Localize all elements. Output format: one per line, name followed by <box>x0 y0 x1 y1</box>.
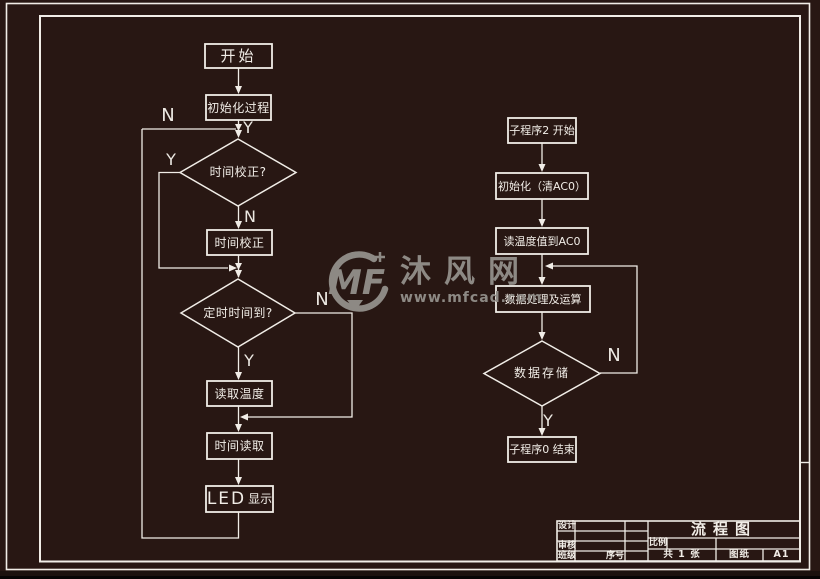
titleblock-class-label: 班级 <box>558 550 577 561</box>
inner-border <box>39 15 801 563</box>
branch-label-n-correct: N <box>244 207 256 226</box>
outer-border <box>5 2 811 571</box>
read-value-label: 读温度值到AC0 <box>503 234 581 248</box>
timer-question-label: 定时时间到? <box>203 306 273 320</box>
title-block-grid <box>556 520 801 562</box>
sub2-start-label: 子程序2 开始 <box>509 124 575 137</box>
sub2-init-label: 初始化（清AC0） <box>497 179 586 193</box>
titleblock-drawing-title: 流程图 <box>690 520 757 538</box>
read-temperature-box <box>206 380 273 407</box>
watermark-site-name: 沐风网 <box>400 254 532 291</box>
timer-n-loop-line <box>248 312 353 418</box>
led-display-label-en: LED <box>206 488 247 509</box>
branch-label-n-loop: N <box>161 105 175 126</box>
time-check-question-label: 时间校正? <box>209 165 267 179</box>
mfcad-logo-letters: MF <box>328 263 385 303</box>
read-temperature-label: 读取温度 <box>214 386 265 401</box>
titleblock-sheet-count: 共 1 张 <box>663 549 701 561</box>
branch-label-n-store: N <box>607 345 621 366</box>
titleblock-serial-label: 序号 <box>606 550 625 561</box>
titleblock-scale-label: 比例 <box>649 538 668 548</box>
sub0-end-box <box>507 436 577 463</box>
branch-label-y-bypass: Y <box>166 150 176 169</box>
titleblock-review-label: 审核 <box>558 540 577 551</box>
branch-label-y-enter: Y <box>243 118 253 137</box>
arrowheads <box>229 86 553 485</box>
mfcad-watermark: MF 沐风网 www.mfcad.com <box>314 247 543 315</box>
titleblock-paper-size: A1 <box>773 549 790 561</box>
led-display-label-cn: 显示 <box>248 492 273 506</box>
read-time-label: 时间读取 <box>214 439 265 453</box>
main-loop-line <box>141 129 240 539</box>
init-node-label: 初始化过程 <box>207 100 270 115</box>
titleblock-paper-label: 图纸 <box>728 549 750 561</box>
led-display-label: LED 显示 <box>206 486 273 512</box>
led-display-box <box>205 485 274 513</box>
read-time-box <box>206 432 273 460</box>
sub0-end-label: 子程序0 结束 <box>509 443 575 456</box>
start-node-label: 开始 <box>220 46 257 65</box>
bypass-loop-line <box>158 171 228 269</box>
bottom-edge-strip <box>0 576 820 579</box>
process-box <box>495 285 591 313</box>
branch-label-y-timer: Y <box>244 351 254 370</box>
titleblock-design-label: 设计 <box>558 520 577 531</box>
store-question-label: 数据存储 <box>513 366 570 380</box>
watermark-site-url: www.mfcad.com <box>400 289 543 306</box>
branch-label-n-timer: N <box>315 289 329 310</box>
time-correct-node-label: 时间校正 <box>214 235 265 250</box>
time-correct-box <box>206 229 273 256</box>
process-label: 数据处理及运算 <box>504 292 582 306</box>
watermark-text: 沐风网 www.mfcad.com <box>400 256 543 306</box>
store-n-loop-line <box>553 265 638 374</box>
mfcad-logo-icon: MF <box>328 251 389 312</box>
bottom-margin-strip <box>0 571 820 576</box>
branch-label-y-store: Y <box>543 411 553 430</box>
